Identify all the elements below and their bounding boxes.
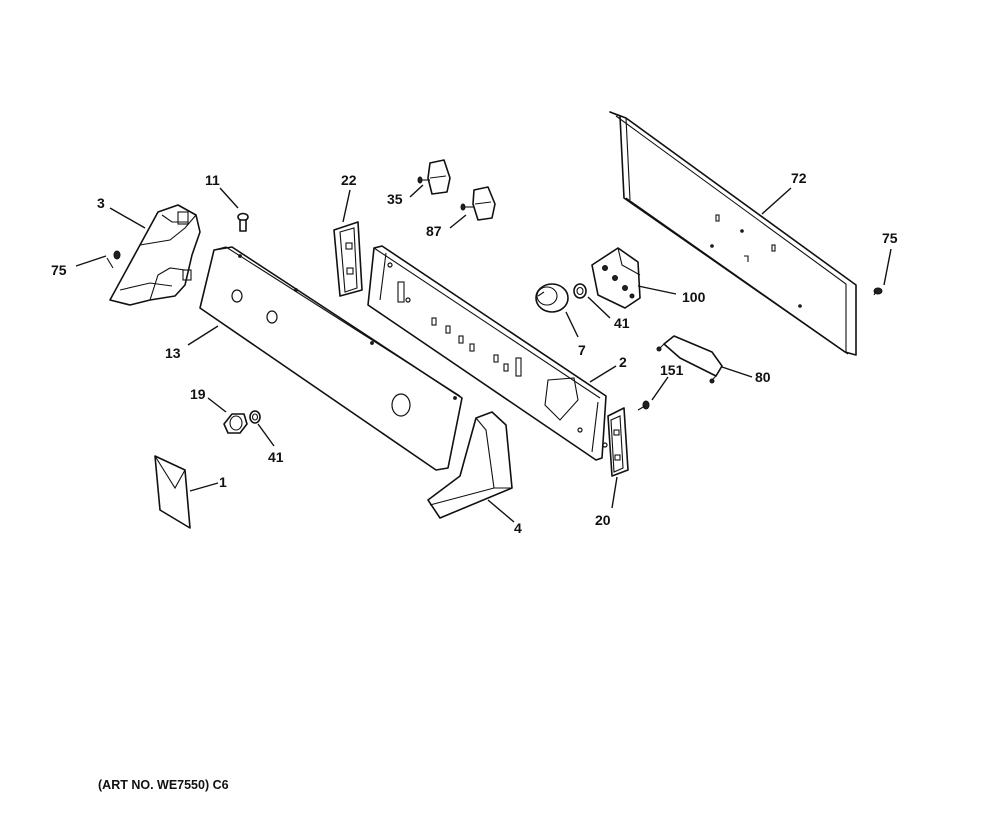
- callout-4: 4: [514, 520, 522, 536]
- part-41-spacer-right: [573, 283, 587, 299]
- frame-holes: [387, 262, 608, 448]
- callout-151: 151: [660, 362, 684, 378]
- callout-7: 7: [578, 342, 586, 358]
- callout-20: 20: [595, 512, 611, 528]
- callout-22: 22: [341, 172, 357, 188]
- part-87-switch: [460, 186, 496, 221]
- callout-13: 13: [165, 345, 181, 361]
- callout-2: 2: [619, 354, 627, 370]
- part-75-screw-right: [873, 287, 883, 296]
- part-7-knob: [535, 283, 569, 313]
- part-19-knob: [223, 413, 248, 434]
- callout-75-right: 75: [882, 230, 898, 246]
- callout-labels: 3 75 11 13 19 41 1 22 35 87 7 41 100 2 7…: [51, 170, 898, 536]
- art-number: (ART NO. WE7550) C6: [98, 778, 229, 792]
- part-1-literature: [154, 455, 191, 529]
- part-20-bracket: [607, 407, 629, 477]
- callout-75-left: 75: [51, 262, 67, 278]
- callout-3: 3: [97, 195, 105, 211]
- part-100-switch-assembly: [591, 247, 641, 309]
- part-4-right-end-cap: [427, 411, 513, 519]
- part-80-wire-harness: [656, 335, 723, 384]
- part-2-main-frame: [367, 245, 608, 461]
- callout-87: 87: [426, 223, 442, 239]
- callout-35: 35: [387, 191, 403, 207]
- part-35-switch: [417, 159, 451, 195]
- callout-1: 1: [219, 474, 227, 490]
- part-72-back-panel: [609, 111, 857, 356]
- part-11-fastener: [237, 212, 249, 232]
- part-13-control-panel: [199, 246, 463, 471]
- callout-41-right: 41: [614, 315, 630, 331]
- callout-80: 80: [755, 369, 771, 385]
- part-22-bracket: [333, 221, 363, 297]
- callout-41-left: 41: [268, 449, 284, 465]
- part-75-screw-left: [106, 250, 121, 269]
- callout-100: 100: [682, 289, 706, 305]
- callout-11: 11: [205, 172, 220, 188]
- part-151-screw: [637, 400, 650, 411]
- part-41-spacer-left: [249, 410, 261, 424]
- callout-19: 19: [190, 386, 206, 402]
- part-3-left-end-cap: [109, 204, 201, 306]
- leader-lines: [75, 184, 892, 523]
- callout-72: 72: [791, 170, 807, 186]
